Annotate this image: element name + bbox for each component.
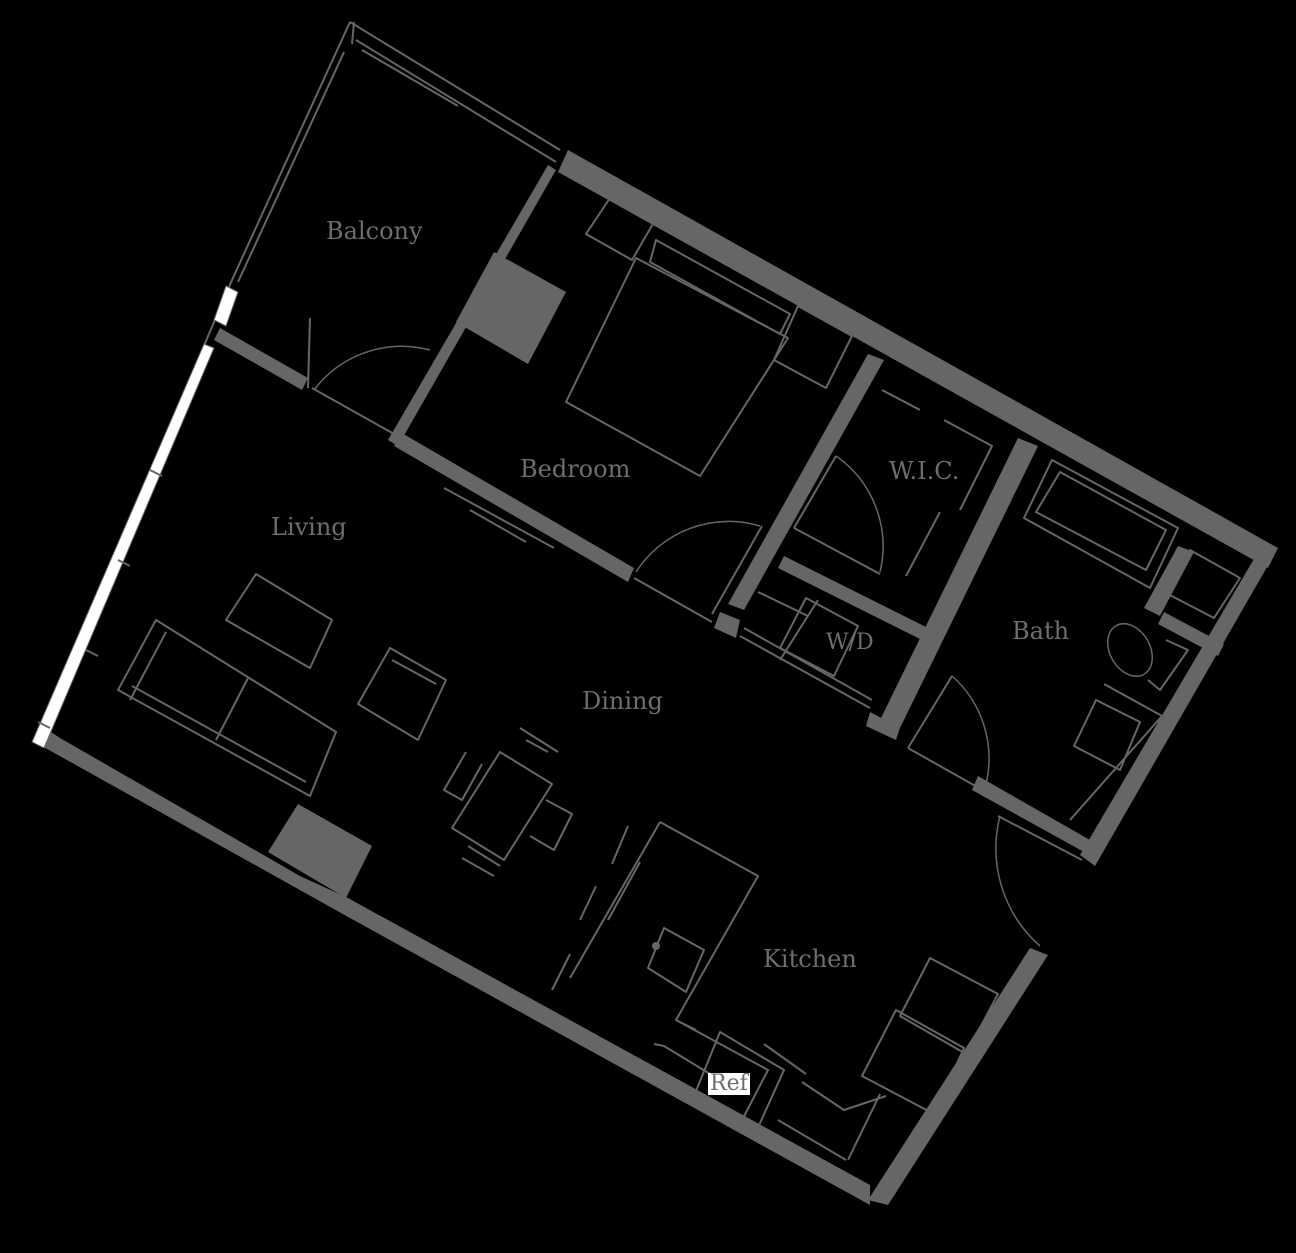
kitchen-island	[569, 821, 759, 1031]
nightstand-right	[773, 305, 853, 389]
kitchen-oven-counter	[777, 1093, 881, 1161]
armchair	[357, 647, 447, 741]
entry-door-leaf	[997, 815, 1083, 861]
balcony-railing-top	[349, 21, 561, 163]
wic-door-swing	[835, 455, 884, 573]
bedroom-door-leaf	[633, 525, 763, 623]
appliance-label-ref: Ref	[708, 1071, 750, 1096]
room-label-balcony: Balcony	[326, 217, 423, 245]
bedroom-door-swing	[635, 520, 761, 573]
wic-shelving	[881, 389, 993, 577]
wd-shelf	[757, 591, 809, 617]
room-label-bath: Bath	[1012, 617, 1070, 645]
wall-bedroom-wic	[728, 354, 884, 610]
sink-faucet-icon	[652, 942, 660, 950]
room-label-dining: Dining	[582, 687, 663, 715]
wall-bath-south	[972, 776, 1090, 852]
wall-wic-wd	[778, 556, 928, 640]
dining-chair-4	[461, 845, 501, 877]
bathtub	[1023, 459, 1179, 589]
room-label-wic: W.I.C.	[889, 457, 960, 485]
window-glazing-living	[31, 343, 215, 749]
refrigerator	[693, 1031, 785, 1133]
kitchen-range	[861, 957, 999, 1115]
wall-bedroom-south-2	[714, 612, 740, 638]
exterior-wall-top	[558, 150, 1278, 568]
room-label-kitchen: Kitchen	[763, 945, 857, 973]
wall-wd-south	[866, 712, 900, 740]
sofa	[117, 619, 337, 797]
wd-sliding-door	[739, 627, 873, 709]
bath-door-swing	[951, 675, 990, 785]
window-mullions	[37, 469, 163, 729]
toilet-bowl	[1106, 623, 1154, 677]
toilet-tank	[1147, 639, 1189, 691]
room-label-living: Living	[271, 513, 347, 541]
nightstand-left	[585, 197, 655, 261]
bed-outline	[565, 257, 789, 477]
wall-balcony-living	[214, 328, 308, 390]
balcony-door-leaf	[307, 317, 395, 435]
exterior-wall-kitchen-right	[868, 948, 1048, 1205]
bath-linen-closet	[1163, 549, 1241, 619]
kitchen-back-counter	[653, 1019, 887, 1125]
washer-dryer	[779, 597, 859, 677]
dining-chair-3	[529, 799, 573, 851]
wic-door-leaf	[793, 455, 881, 575]
exterior-wall-bottom	[40, 730, 870, 1205]
dining-chair-2	[443, 751, 483, 801]
vanity	[1069, 683, 1163, 821]
room-label-bedroom: Bedroom	[520, 455, 631, 483]
wall-bedroom-south	[394, 432, 634, 582]
bath-door-leaf	[907, 675, 987, 793]
counter-stools	[551, 825, 629, 991]
balcony-sliding-track	[443, 487, 555, 549]
balcony-door-swing	[313, 345, 431, 391]
structural-column-living	[268, 804, 372, 898]
wall-bath-closet-2	[1158, 612, 1224, 656]
coffee-table	[225, 573, 333, 669]
wall-bedroom-west	[388, 165, 556, 446]
entry-door-swing	[995, 815, 1041, 947]
bed-headboard	[649, 239, 791, 335]
dining-chair-1	[519, 727, 559, 753]
exterior-wall-right	[1080, 548, 1278, 866]
room-label-wd: W/D	[826, 630, 874, 655]
window-glazing-balcony	[213, 285, 239, 327]
wall-wic-bath	[880, 438, 1038, 728]
dining-table	[451, 751, 553, 861]
kitchen-sink	[647, 927, 705, 993]
